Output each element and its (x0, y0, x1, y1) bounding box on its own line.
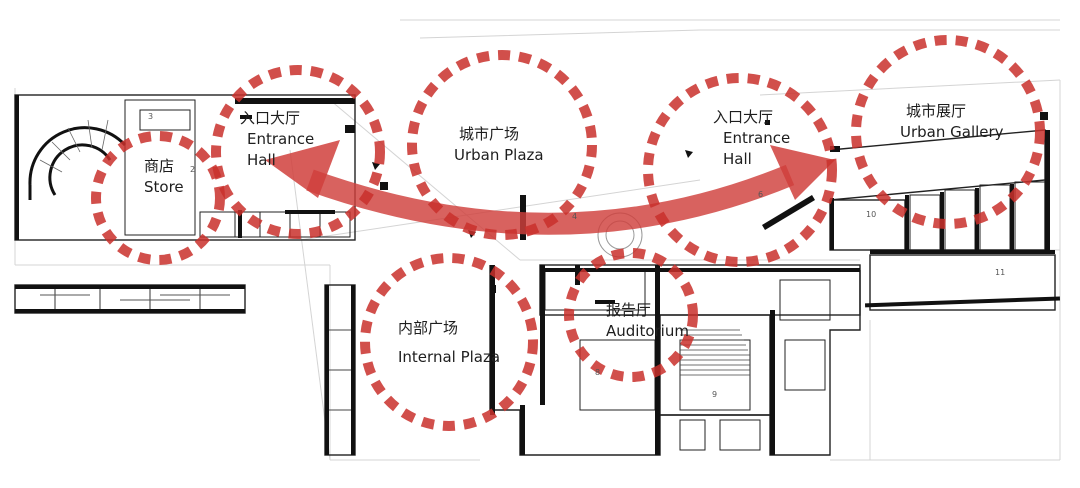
store-label-zh: 商店 (144, 157, 175, 175)
entrance-west-zone-circle (211, 65, 385, 239)
left-vertical-strip (324, 284, 356, 456)
urban-gallery-label: 城市展厅 Urban Gallery (900, 101, 1004, 143)
internal-plaza-label-en: Internal Plaza (398, 348, 501, 366)
room-number: 6 (758, 190, 764, 199)
room-number: 9 (712, 390, 718, 399)
entrance-east-zone-circle (643, 73, 837, 267)
urban-gallery-label-en: Urban Gallery (900, 123, 1004, 141)
entrance-hall-east-label-en2: Hall (723, 150, 752, 168)
internal-plaza-zone-circle (360, 253, 538, 431)
entrance-hall-west-label-en: Entrance (247, 130, 315, 148)
urban-gallery-zone-circle (851, 35, 1045, 229)
auditorium-seating (680, 329, 750, 376)
east-entrance-walls (762, 120, 815, 230)
urban-plaza-zone-circle (407, 50, 597, 240)
background-lines (14, 19, 1061, 461)
room-number: 11 (995, 268, 1006, 277)
room-number: 2 (190, 165, 196, 174)
store-label-en: Store (144, 178, 184, 196)
west-strip (14, 284, 246, 314)
auditorium-label-en: Auditorium (606, 322, 689, 340)
urban-plaza-label-zh: 城市广场 (459, 125, 520, 143)
urban-gallery-label-zh: 城市展厅 (906, 102, 967, 120)
spiral-stair-treads (39, 119, 109, 173)
zone-circles (91, 35, 1045, 431)
store-label: 商店 Store (144, 156, 184, 198)
room-number: 10 (866, 210, 877, 219)
entrance-hall-west-label-en2: Hall (247, 151, 276, 169)
auditorium-label-zh: 报告厅 (606, 301, 652, 319)
room-number: 4 (572, 212, 578, 221)
urban-plaza-label-en: Urban Plaza (454, 146, 544, 164)
entrance-hall-east-label-zh: 入口大厅 (713, 108, 774, 126)
entrance-hall-west-label: 入口大厅 Entrance Hall (240, 108, 314, 171)
urban-plaza-label: 城市广场 Urban Plaza (454, 124, 544, 166)
auditorium-label: 报告厅 Auditorium (606, 300, 689, 342)
internal-plaza-label-zh: 内部广场 (398, 319, 459, 337)
room-number: 3 (148, 112, 154, 121)
internal-plaza-label: 内部广场 Internal Plaza (398, 318, 500, 368)
spiral-stair (28, 126, 127, 200)
entrance-hall-east-label-en: Entrance (723, 129, 791, 147)
store-zone-circle (91, 131, 225, 265)
auditorium-zone-circle (564, 248, 698, 382)
room-number: 8 (595, 368, 601, 377)
entrance-hall-east-label: 入口大厅 Entrance Hall (713, 107, 790, 170)
west-walls (15, 95, 355, 240)
entrance-hall-west-label-zh: 入口大厅 (240, 109, 301, 127)
